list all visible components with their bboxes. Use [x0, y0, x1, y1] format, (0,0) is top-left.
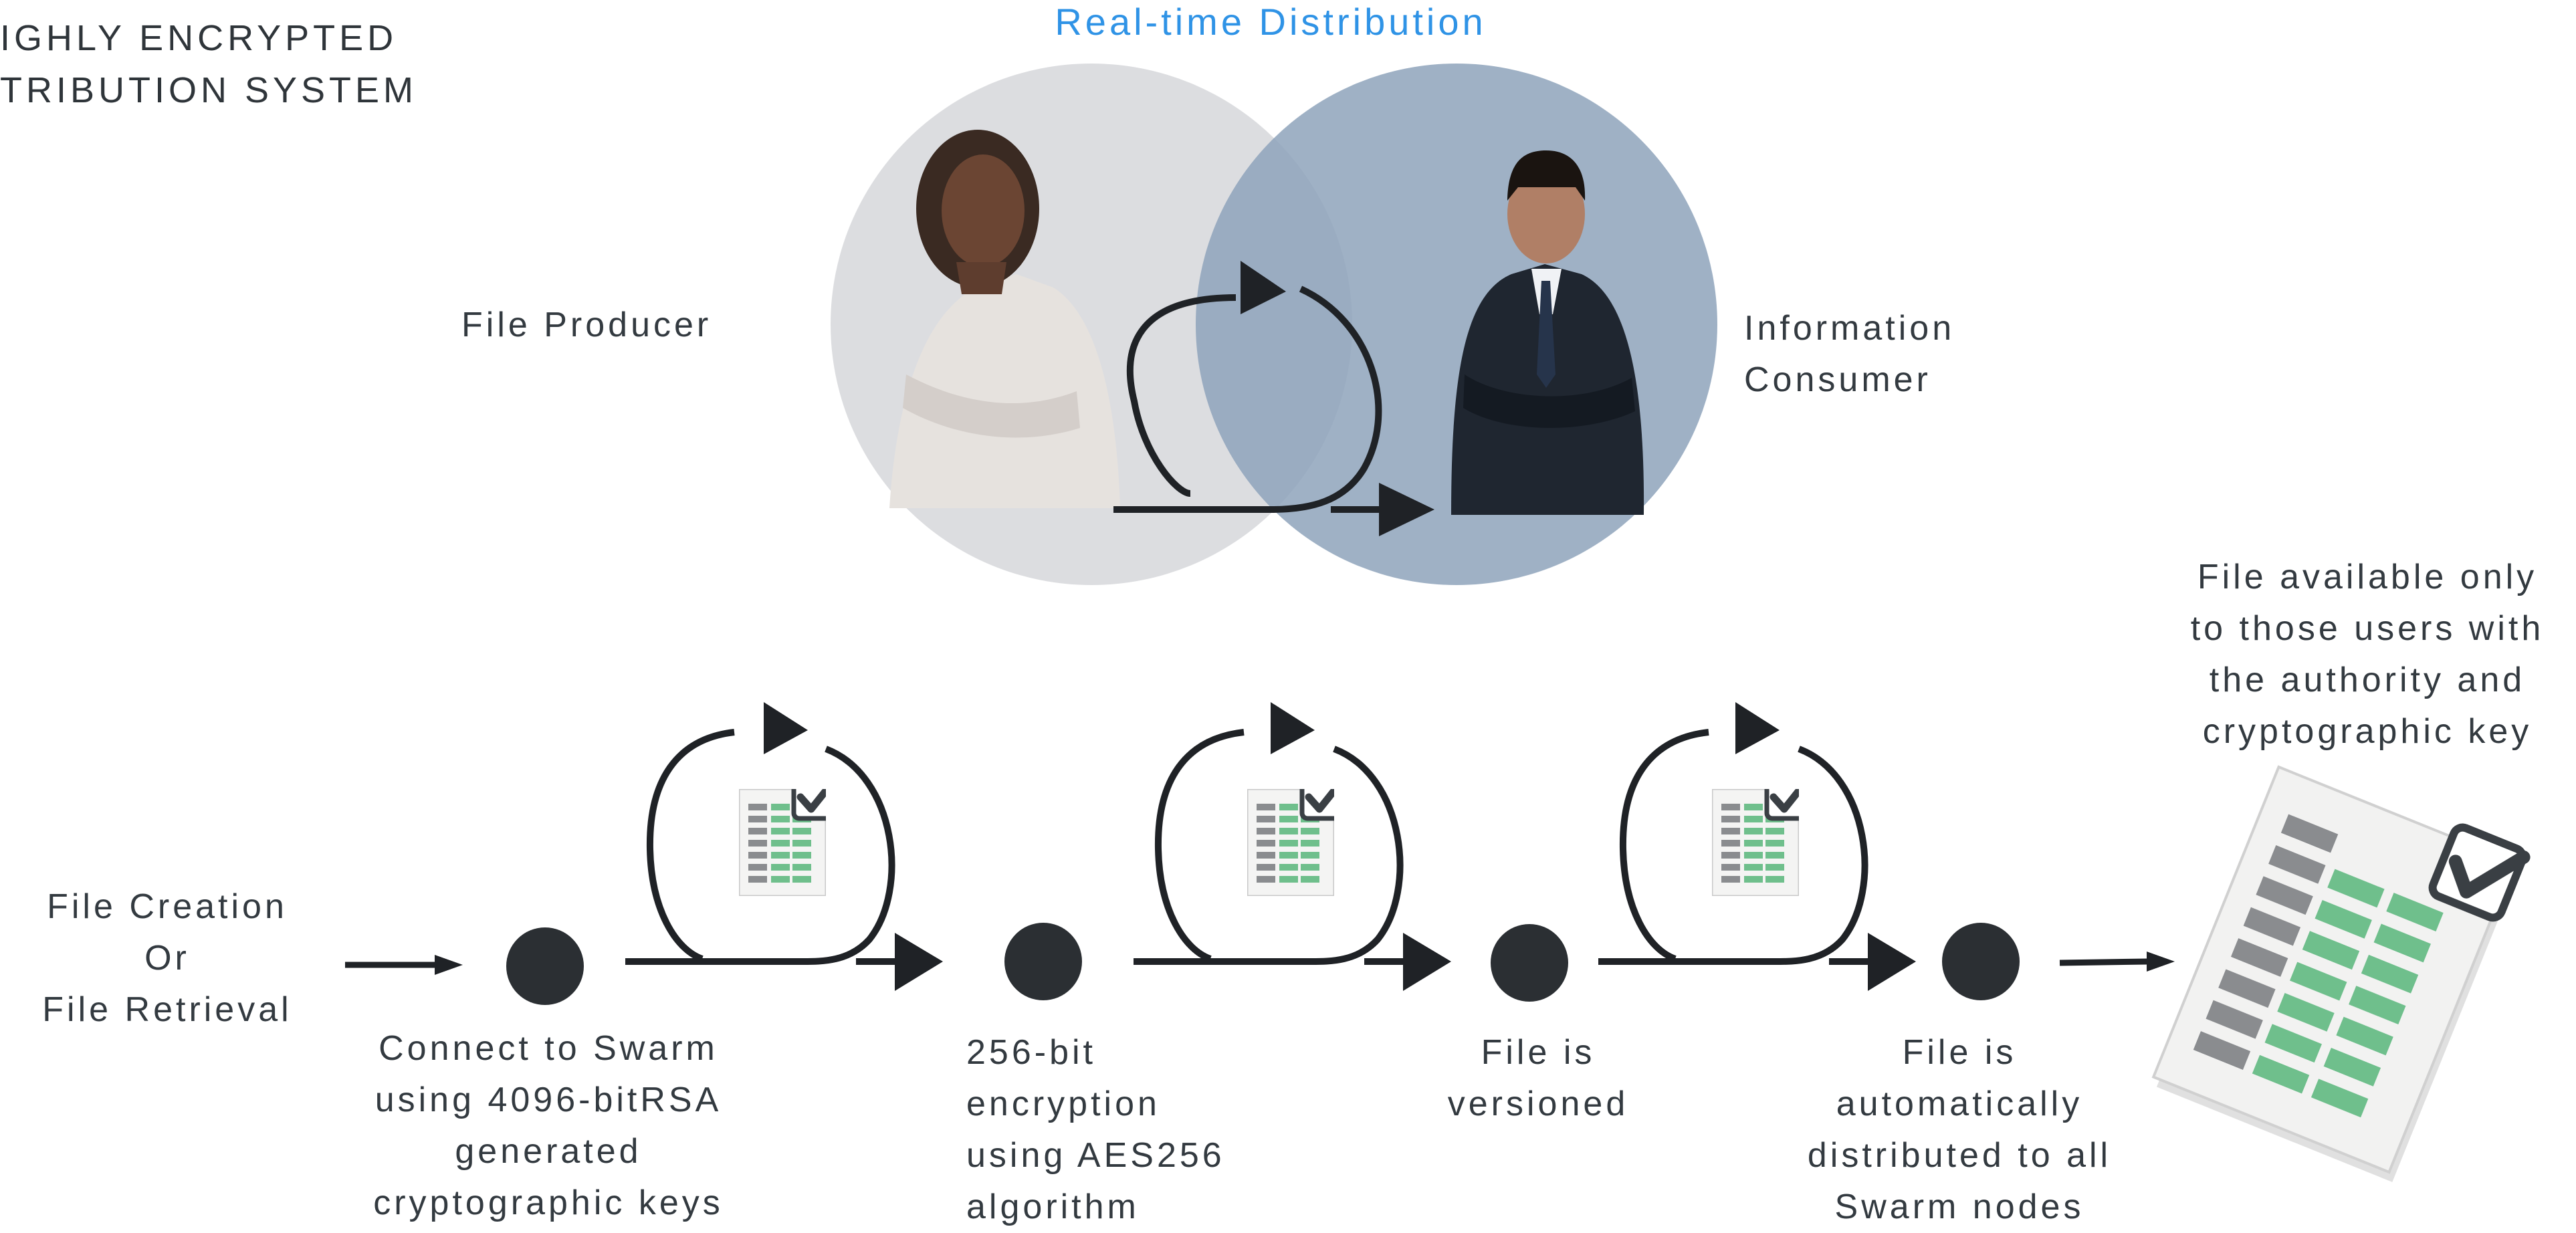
start-label: File Creation Or File Retrieval: [13, 881, 321, 1036]
producer-avatar: [889, 130, 1120, 508]
diagram-canvas: [345, 64, 2531, 1182]
start-line-2: Or: [144, 939, 190, 978]
consumer-label-line-1: Information: [1744, 309, 1955, 348]
consumer-avatar: [1451, 150, 1644, 515]
step3-line-2: versioned: [1447, 1085, 1629, 1123]
spreadsheet-check-icon: [739, 778, 834, 896]
result-line-3: the authority and: [2209, 661, 2526, 699]
step4-label: File is automatically distributed to all…: [1759, 1027, 2160, 1233]
cycle-arrow-icon: [1598, 729, 1868, 965]
large-spreadsheet-icon: [2151, 765, 2531, 1182]
start-line-1: File Creation: [47, 887, 288, 926]
spreadsheet-check-icon: [1712, 778, 1807, 896]
step3-line-1: File is: [1481, 1033, 1596, 1072]
result-label: File available only to those users with …: [2160, 552, 2575, 758]
node-dot-icon: [1004, 923, 1082, 1000]
result-line-1: File available only: [2197, 558, 2538, 596]
flow-line: [345, 702, 2531, 1182]
producer-label: File Producer: [461, 306, 712, 344]
step2-line-2: encryption: [966, 1085, 1160, 1123]
consumer-label: Information Consumer: [1744, 303, 1955, 406]
step1-line-2: using 4096-bitRSA: [374, 1081, 722, 1119]
result-line-2: to those users with: [2190, 609, 2545, 648]
realtime-distribution-heading: Real-time Distribution: [1055, 1, 1487, 43]
step1-line-3: generated: [455, 1132, 642, 1171]
consumer-label-line-2: Consumer: [1744, 360, 1931, 399]
step4-line-2: automatically: [1836, 1085, 2083, 1123]
spreadsheet-check-icon: [1247, 778, 1342, 896]
step2-line-1: 256-bit: [966, 1033, 1096, 1072]
start-line-3: File Retrieval: [42, 990, 292, 1029]
step3-label: File is versioned: [1404, 1027, 1672, 1130]
page-title: IGHLY ENCRYPTED TRIBUTION SYSTEM: [0, 12, 417, 116]
node-dot-icon: [1491, 924, 1568, 1002]
cycle-arrow-icon: [1134, 729, 1404, 965]
result-line-4: cryptographic key: [2202, 712, 2533, 751]
step1-line-1: Connect to Swarm: [379, 1029, 718, 1068]
cycle-arrow-icon: [625, 729, 895, 965]
node-dot-icon: [1942, 923, 2020, 1000]
step4-line-3: distributed to all: [1807, 1136, 2112, 1175]
step2-line-3: using AES256: [966, 1136, 1225, 1175]
step1-label: Connect to Swarm using 4096-bitRSA gener…: [341, 1023, 756, 1229]
top-cycle-arrow-icon: [1113, 261, 1434, 536]
step1-line-4: cryptographic keys: [373, 1184, 724, 1222]
title-line-1: IGHLY ENCRYPTED: [0, 18, 398, 58]
step2-label: 256-bit encryption using AES256 algorith…: [966, 1027, 1225, 1233]
node-dot-icon: [506, 927, 584, 1005]
step4-line-1: File is: [1902, 1033, 2017, 1072]
title-line-2: TRIBUTION SYSTEM: [0, 70, 418, 110]
